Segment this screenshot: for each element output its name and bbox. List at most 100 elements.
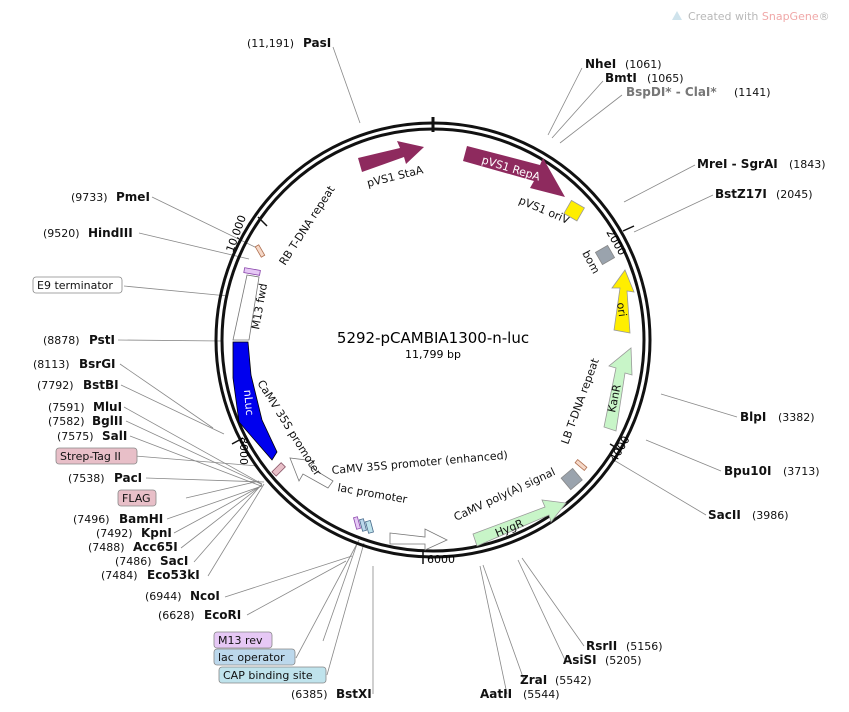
bom-box <box>594 244 616 266</box>
cap-binding-site-text: CAP binding site <box>223 669 313 682</box>
lac-operator-text: lac operator <box>218 651 285 664</box>
flag-text: FLAG <box>122 492 151 505</box>
site-pos: (1843) <box>789 158 826 171</box>
watermark-prefix: Created with <box>688 10 762 23</box>
site-acc65i[interactable]: (7488)Acc65I <box>88 540 178 554</box>
e9-terminator-tag[interactable]: E9 terminator <box>32 276 123 294</box>
tick-label-6000: 6000 <box>427 553 455 566</box>
strep-tag-ii-text: Strep-Tag II <box>60 450 121 463</box>
cap-binding-site-tag[interactable]: CAP binding site <box>218 666 327 684</box>
snapgene-watermark: Created with SnapGene® <box>672 10 830 23</box>
svg-text:Created with SnapGene®: Created with SnapGene® <box>688 10 830 23</box>
site-pos: (1141) <box>734 86 771 99</box>
camv-35s-enhanced-arrow <box>389 528 448 551</box>
site-mrei-sgrai[interactable]: MreI - SgrAI (1843) <box>697 157 826 171</box>
site-pos: (5205) <box>605 654 642 667</box>
site-ncoi[interactable]: (6944)NcoI <box>145 589 220 603</box>
rb-repeat-marker <box>254 244 266 258</box>
nluc-label: nLuc <box>241 389 256 416</box>
site-zrai[interactable]: ZraI(5542) <box>520 673 592 687</box>
site-name: MluI <box>93 400 122 414</box>
lac-operator-marker <box>359 518 367 532</box>
site-name: EcoRI <box>204 608 241 622</box>
m13-fwd-block <box>232 274 260 341</box>
camv-polya-box <box>560 467 583 491</box>
nluc-arrow <box>232 341 278 461</box>
kanr-label: KanR <box>605 383 624 414</box>
site-name: HindIII <box>88 226 133 240</box>
site-pos: (7591) <box>48 401 85 414</box>
site-name: SalI <box>102 429 127 443</box>
site-name: Acc65I <box>133 540 178 554</box>
lb-repeat-label: LB T-DNA repeat <box>559 356 602 446</box>
site-aatii[interactable]: AatII(5544) <box>480 687 560 701</box>
site-name: MreI - SgrAI <box>697 157 778 171</box>
tick-label-8000: 8000 <box>237 437 250 465</box>
strep-tag-ii-tag[interactable]: Strep-Tag II <box>55 447 138 465</box>
site-bspdi-clai[interactable]: BspDI* - ClaI* (1141) <box>626 85 771 99</box>
site-pasi[interactable]: (11,191) PasI <box>247 36 331 50</box>
plasmid-name: 5292-pCAMBIA1300-n-luc <box>337 329 529 347</box>
site-name: BmtI <box>605 71 637 85</box>
pvs1-oriv-label: pVS1 oriV <box>517 194 572 227</box>
pvs1-staa-arrow <box>358 141 424 172</box>
m13-rev-tag[interactable]: M13 rev <box>213 631 273 649</box>
site-saci[interactable]: (7486)SacI <box>115 554 188 568</box>
pvs1-repa-arrow <box>463 146 565 197</box>
site-name: BstXI <box>336 687 372 701</box>
leader-lines <box>117 46 738 695</box>
site-bstxi[interactable]: (6385) BstXI <box>291 687 372 701</box>
site-name: PstI <box>89 333 115 347</box>
site-pos: (7538) <box>68 472 105 485</box>
site-nhei[interactable]: NheI(1061) <box>585 57 662 71</box>
site-sacii[interactable]: SacII(3986) <box>708 508 789 522</box>
site-pos: (1065) <box>647 72 684 85</box>
site-bglii[interactable]: (7582)BglII <box>48 414 123 428</box>
site-pos: (8878) <box>43 334 80 347</box>
site-sali[interactable]: (7575)SalI <box>57 429 127 443</box>
site-pos: (3986) <box>752 509 789 522</box>
site-bamhi[interactable]: (7496)BamHI <box>73 512 163 526</box>
site-pos: (3713) <box>783 465 820 478</box>
site-bsrgi[interactable]: (8113)BsrGI <box>33 357 116 371</box>
site-paci[interactable]: (7538)PacI <box>68 471 142 485</box>
site-name: Bpu10I <box>724 464 771 478</box>
site-asisi[interactable]: AsiSI(5205) <box>563 653 642 667</box>
site-name: BglII <box>92 414 123 428</box>
site-hindiii[interactable]: (9520) HindIII <box>43 226 133 240</box>
camv-35s-enhanced-label: CaMV 35S promoter (enhanced) <box>331 449 508 477</box>
site-pos: (6944) <box>145 590 182 603</box>
site-pos: (5156) <box>626 640 663 653</box>
site-bpu10i[interactable]: Bpu10I (3713) <box>724 464 820 478</box>
e9-terminator-text: E9 terminator <box>37 279 113 292</box>
site-rsrii[interactable]: RsrII(5156) <box>586 639 663 653</box>
site-mlui[interactable]: (7591) MluI <box>48 400 122 414</box>
site-name: PasI <box>303 36 331 50</box>
cap-site-marker <box>365 519 374 534</box>
flag-tag[interactable]: FLAG <box>117 489 157 507</box>
site-name: BspDI* - ClaI* <box>626 85 717 99</box>
lac-operator-tag[interactable]: lac operator <box>213 648 296 666</box>
site-bstz17i[interactable]: BstZ17I(2045) <box>715 187 813 201</box>
site-pmei[interactable]: (9733)PmeI <box>71 190 150 204</box>
site-kpni[interactable]: (7492)KpnI <box>96 526 172 540</box>
site-name: PmeI <box>116 190 150 204</box>
m13-fwd-marker <box>243 267 261 276</box>
site-blpi[interactable]: BlpI(3382) <box>740 410 815 424</box>
site-eco53ki[interactable]: (7484)Eco53kI <box>101 568 200 582</box>
site-bmti[interactable]: BmtI (1065) <box>605 71 684 85</box>
site-bstbi[interactable]: (7792)BstBI <box>37 378 119 392</box>
site-pos: (6628) <box>158 609 195 622</box>
site-name: BsrGI <box>79 357 116 371</box>
boxed-feature-labels: E9 terminator Strep-Tag II FLAG M13 rev … <box>32 276 327 684</box>
site-pos: (3382) <box>778 411 815 424</box>
site-pos: (6385) <box>291 688 328 701</box>
site-ecori[interactable]: (6628) EcoRI <box>158 608 241 622</box>
site-psti[interactable]: (8878) PstI <box>43 333 115 347</box>
site-pos: (9520) <box>43 227 80 240</box>
site-pos: (11,191) <box>247 37 294 50</box>
site-name: BamHI <box>119 512 163 526</box>
site-name: BstBI <box>83 378 119 392</box>
site-name: SacI <box>160 554 188 568</box>
